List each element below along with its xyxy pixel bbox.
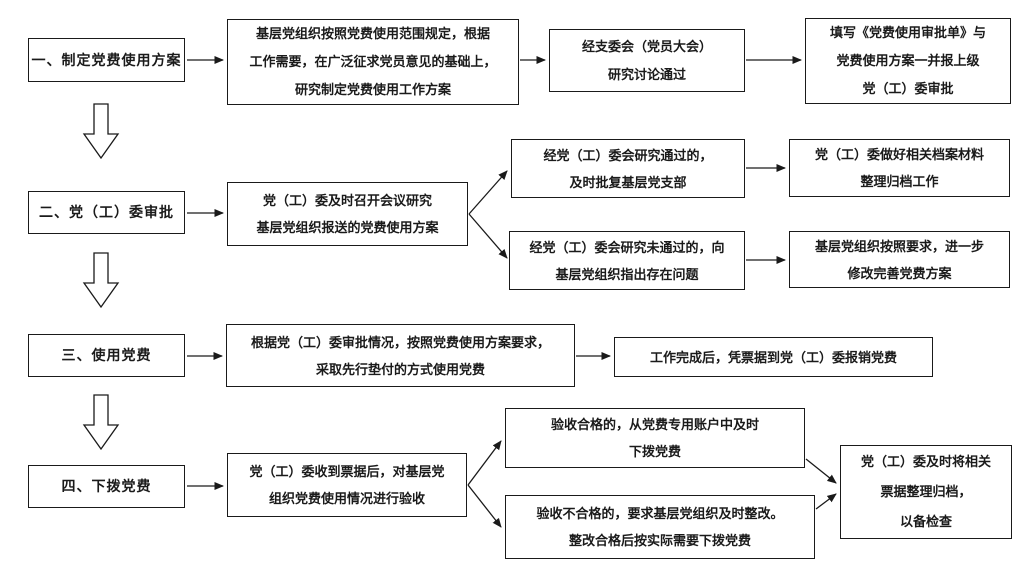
node-s1-submit-text: 填写《党费使用审批单》与 党费使用方案一并报上级 党（工）委审批	[829, 25, 986, 96]
stage-2-label: 二、党（工）委审批	[39, 204, 174, 220]
block-arrow-s2-s3	[82, 252, 120, 309]
node-s1-plan-text: 基层党组织按照党费使用范围规定，根据 工作需要，在广泛征求党员意见的基础上， 研…	[249, 26, 497, 97]
arrow-meeting-to-approved	[468, 170, 508, 215]
block-arrow-s1-s2	[82, 103, 120, 160]
node-s3-advance-text: 根据党（工）委审批情况，按照党费使用方案要求， 采取先行垫付的方式使用党费	[250, 334, 550, 377]
node-s2-archive-text: 党（工）委做好相关档案材料 整理归档工作	[814, 147, 984, 189]
node-s1-submit: 填写《党费使用审批单》与 党费使用方案一并报上级 党（工）委审批	[805, 18, 1011, 104]
node-s4-fail-text: 验收不合格的，要求基层党组织及时整改。 整改合格后按实际需要下拨党费	[536, 506, 784, 548]
node-s2-rejected: 经党（工）委会研究未通过的，向 基层党组织指出存在问题	[509, 231, 745, 290]
node-s4-fail: 验收不合格的，要求基层党组织及时整改。 整改合格后按实际需要下拨党费	[505, 495, 815, 559]
arrow-pass-to-file	[805, 458, 837, 484]
node-s1-discuss: 经支委会（党员大会） 研究讨论通过	[549, 29, 745, 92]
node-s1-discuss-text: 经支委会（党员大会） 研究讨论通过	[581, 38, 712, 82]
stage-1-make-plan: 一、制定党费使用方案	[28, 38, 185, 82]
node-s3-advance: 根据党（工）委审批情况，按照党费使用方案要求， 采取先行垫付的方式使用党费	[226, 324, 575, 387]
arrow-meeting-to-rejected	[468, 213, 508, 259]
node-s2-revise-text: 基层党组织按照要求，进一步 修改完善党费方案	[814, 238, 984, 281]
stage-3-use-fees: 三、使用党费	[28, 334, 185, 377]
arrow-check-to-pass	[467, 440, 502, 486]
node-s4-file: 党（工）委及时将相关 票据整理归档， 以备检查	[840, 445, 1012, 539]
stage-4-label: 四、下拨党费	[61, 478, 152, 494]
node-s2-rejected-text: 经党（工）委会研究未通过的，向 基层党组织指出存在问题	[529, 239, 725, 282]
node-s2-meeting-text: 党（工）委及时召开会议研究 基层党组织报送的党费使用方案	[256, 193, 439, 235]
node-s4-pass-text: 验收合格的，从党费专用账户中及时 下拨党费	[550, 417, 759, 459]
stage-4-allocate-fees: 四、下拨党费	[28, 465, 185, 508]
node-s2-archive: 党（工）委做好相关档案材料 整理归档工作	[789, 139, 1010, 197]
node-s4-pass: 验收合格的，从党费专用账户中及时 下拨党费	[505, 408, 805, 468]
block-arrow-s3-s4	[82, 394, 120, 451]
node-s3-reimburse: 工作完成后，凭票据到党（工）委报销党费	[614, 337, 933, 377]
node-s1-plan: 基层党组织按照党费使用范围规定，根据 工作需要，在广泛征求党员意见的基础上， 研…	[227, 19, 519, 105]
node-s2-approved: 经党（工）委会研究通过的， 及时批复基层党支部	[511, 139, 745, 198]
arrow-check-to-fail	[467, 484, 502, 528]
stage-1-label: 一、制定党费使用方案	[31, 51, 182, 68]
node-s2-meeting: 党（工）委及时召开会议研究 基层党组织报送的党费使用方案	[227, 182, 468, 246]
node-s2-revise: 基层党组织按照要求，进一步 修改完善党费方案	[789, 231, 1010, 288]
arrow-fail-to-file	[815, 493, 837, 510]
node-s4-check: 党（工）委收到票据后，对基层党 组织党费使用情况进行验收	[227, 453, 467, 517]
stage-3-label: 三、使用党费	[61, 347, 152, 363]
node-s3-reimburse-text: 工作完成后，凭票据到党（工）委报销党费	[649, 349, 897, 365]
stage-2-committee-approval: 二、党（工）委审批	[28, 191, 185, 234]
node-s4-check-text: 党（工）委收到票据后，对基层党 组织党费使用情况进行验收	[249, 464, 445, 506]
node-s4-file-text: 党（工）委及时将相关 票据整理归档， 以备检查	[860, 454, 991, 529]
node-s2-approved-text: 经党（工）委会研究通过的， 及时批复基层党支部	[543, 147, 713, 190]
